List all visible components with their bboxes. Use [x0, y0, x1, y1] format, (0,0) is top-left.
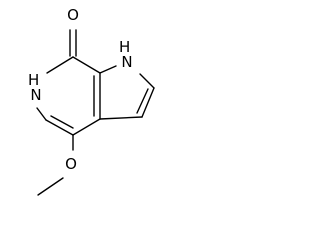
ring-nh-h: H [28, 71, 39, 89]
bond-c4-c3a [72, 118, 101, 136]
ring-nh-label: H N [28, 71, 44, 104]
bonds [36, 29, 155, 196]
bond-o-ch3 [37, 177, 64, 196]
methoxy-oxygen-label: O [65, 155, 77, 173]
bond-c3-c3a [99, 116, 143, 120]
bond-c5-c4 [45, 119, 74, 136]
bond-n1-c2 [139, 73, 155, 89]
bond-c2-c3-inner [136, 88, 149, 114]
structure-canvas: O H N H N O [27, 6, 155, 196]
bond-c7a-n1 [99, 65, 117, 74]
bond-c7-n6 [46, 56, 74, 74]
bond-c7a-c7 [72, 56, 101, 74]
pyrrole-nh-label: H N [119, 38, 135, 71]
atom-labels: O H N H N O [28, 6, 135, 173]
bond-n6-c5 [36, 107, 47, 121]
pyrrole-nh-h: H [119, 38, 130, 56]
molecule-diagram: O H N H N O [28, 6, 155, 196]
pyrrole-nh-n: N [121, 53, 132, 71]
bond-c5-c4-inner [50, 115, 74, 129]
bond-c2-c3 [141, 87, 155, 118]
ring-nh-n: N [30, 86, 41, 104]
carbonyl-oxygen-label: O [67, 6, 79, 24]
